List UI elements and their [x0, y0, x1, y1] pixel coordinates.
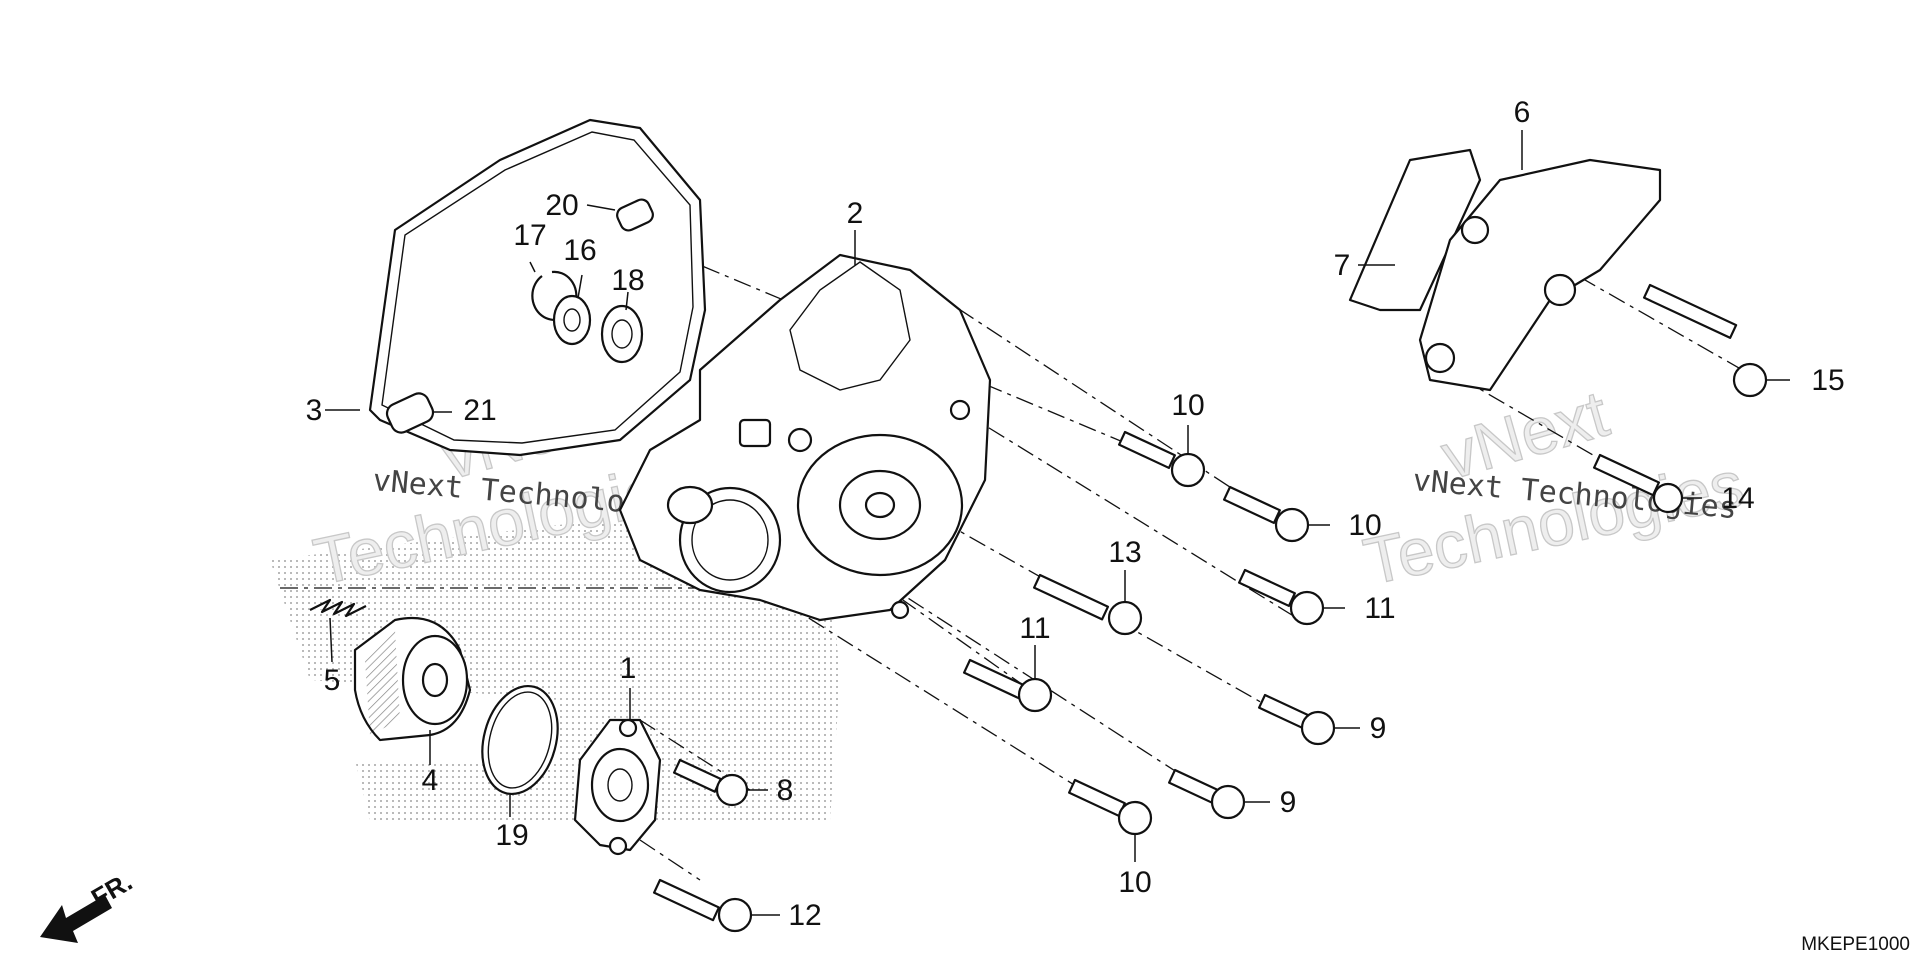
front-arrow-icon: [40, 895, 112, 943]
callout-14: 14: [1721, 482, 1754, 515]
callout-8: 8: [777, 774, 794, 807]
callout-13: 13: [1108, 536, 1141, 569]
oil-seal: [600, 304, 644, 364]
callout-10: 10: [1348, 509, 1381, 542]
callout-18: 18: [611, 264, 644, 297]
generator-cover: [618, 253, 992, 622]
callout-6: 6: [1514, 96, 1531, 129]
pivot-plate-cover: [1418, 158, 1662, 392]
callout-21: 21: [463, 394, 496, 427]
callout-10: 10: [1118, 866, 1151, 899]
spring: [309, 598, 367, 618]
o-ring: [481, 684, 559, 796]
washer: [552, 294, 592, 346]
callout-7: 7: [1334, 249, 1351, 282]
leader-lines: [325, 130, 1790, 916]
bolt-11-a: [1237, 568, 1325, 626]
callout-11: 11: [1019, 612, 1050, 645]
callout-labels: 1 2 3 4 5 6 7 8 9 9 10 10 10 11 11 12 13…: [306, 96, 1845, 932]
bolt-10-c: [1067, 778, 1153, 836]
callout-20: 20: [545, 189, 578, 222]
dowel-pin: [616, 198, 654, 232]
callout-19: 19: [495, 819, 528, 852]
callout-11: 11: [1364, 592, 1395, 625]
callout-3: 3: [306, 394, 323, 427]
bolt-10-b: [1222, 485, 1310, 543]
callout-4: 4: [422, 764, 439, 797]
bolt-9-b: [1167, 768, 1246, 820]
bolt-13: [1032, 573, 1143, 636]
bolt-12: [652, 878, 753, 933]
bolts: [652, 283, 1768, 933]
oil-filter-cap: [573, 718, 662, 856]
callout-1: 1: [620, 652, 637, 685]
bracket-gasket: [1348, 148, 1482, 312]
bolt-9-a: [1257, 693, 1336, 746]
callout-16: 16: [563, 234, 596, 267]
bolt-11-b: [962, 658, 1053, 713]
callout-9: 9: [1370, 712, 1387, 745]
callout-9: 9: [1280, 786, 1297, 819]
oil-filter: [353, 616, 472, 742]
front-direction-indicator: FR.: [40, 866, 137, 943]
callout-15: 15: [1811, 364, 1844, 397]
dowel-pin: [385, 392, 435, 434]
callout-2: 2: [847, 197, 864, 230]
bolt-15: [1642, 283, 1768, 398]
callout-17: 17: [513, 219, 546, 252]
diagram-code: MKEPE1000: [1801, 934, 1910, 955]
stipple-shadow: [270, 520, 840, 820]
callout-5: 5: [324, 664, 341, 697]
callout-10: 10: [1171, 389, 1204, 422]
callout-12: 12: [788, 899, 821, 932]
bolt-10-a: [1117, 430, 1206, 488]
watermark-right: Technologies vNext vNext Technologies: [1357, 375, 1751, 599]
